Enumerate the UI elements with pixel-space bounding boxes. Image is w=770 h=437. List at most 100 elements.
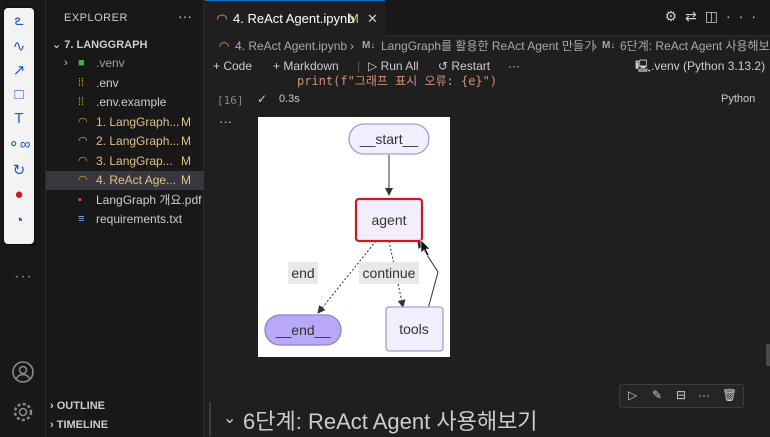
node-agent-label: agent (371, 212, 406, 228)
file-item-requirements[interactable]: ≡ requirements.txt (46, 210, 204, 229)
account-icon[interactable] (11, 360, 35, 384)
split-cell-icon[interactable]: ⊟ (676, 388, 687, 402)
file-item-env[interactable]: ⁞⁞ .env (46, 74, 204, 93)
file-name: .venv (96, 56, 125, 70)
arrow-icon[interactable]: ↗ (12, 62, 26, 79)
file-item-notebook-4[interactable]: ◠ 4. ReAct Age... M (46, 171, 204, 190)
add-code-cell-button[interactable]: + Code (213, 59, 253, 73)
notebook-editor: ◠ 4. ReAct Agent.ipynb M ✕ ⚙⇄◫··· ◠ 4. R… (205, 0, 770, 437)
toolbar-divider: | (357, 59, 361, 73)
file-name: 4. ReAct Age... (96, 173, 177, 187)
node-end-label: __end__ (275, 322, 331, 338)
file-name: .env (96, 76, 119, 90)
outline-section[interactable]: › OUTLINE (50, 400, 106, 412)
compare-icon[interactable]: ⇄ (685, 8, 705, 24)
edge-agent-end (317, 240, 377, 314)
execute-cell-icon[interactable]: ▷ (628, 388, 638, 402)
file-item-pdf[interactable]: ▪ LangGraph 개요.pdf (46, 191, 204, 210)
file-name: .env.example (96, 95, 167, 109)
node-start (348, 123, 430, 155)
cell-language[interactable]: Python (721, 93, 756, 105)
kernel-selector[interactable]: .venv (Python 3.13.2) (651, 59, 766, 73)
file-name: 2. LangGraph... (96, 134, 180, 148)
cell-toolbar: ▷ ✎ ⊟ ··· 🗑 (619, 384, 744, 408)
success-check-icon: ✓ (257, 92, 268, 106)
rectangle-icon[interactable]: □ (14, 86, 24, 103)
notebook-icon: ◠ (78, 174, 88, 186)
activity-bar: ఽ ∿ ↗ □ T ⚬∞ ↻ ● ◔ ··· (0, 0, 46, 437)
explorer-more-icon[interactable]: ··· (178, 8, 192, 24)
output-more-icon[interactable]: ··· (219, 114, 232, 129)
split-editor-icon[interactable]: ◫ (704, 8, 726, 24)
timeline-section[interactable]: › TIMELINE (50, 419, 109, 431)
close-icon[interactable]: ✕ (367, 11, 378, 26)
explorer-title: EXPLORER (64, 12, 128, 24)
node-tools (385, 306, 444, 352)
more-views-icon[interactable]: ··· (14, 268, 33, 285)
code-cell[interactable]: print(f"그래프 표시 오류: {e}") [16] ✓ 0.3s Pyt… (205, 74, 770, 108)
file-name: requirements.txt (96, 212, 183, 226)
file-name: 3. LangGrap... (96, 154, 173, 168)
markdown-icon: M↓ (362, 40, 376, 51)
mouse-cursor-icon (420, 239, 431, 257)
chevron-down-icon[interactable]: ⌄ (223, 410, 237, 427)
edit-pencil-icon[interactable]: ✎ (652, 388, 663, 402)
node-tools-label: tools (399, 321, 429, 337)
cell-focus-bar (209, 402, 211, 436)
breadcrumb: ◠ 4. ReAct Agent.ipynb › M↓ LangGraph를 활… (205, 36, 770, 56)
code-line: print(f"그래프 표시 오류: {e}") (297, 74, 498, 88)
node-agent (354, 197, 424, 243)
tab-react-agent-notebook[interactable]: ◠ 4. ReAct Agent.ipynb M ✕ (205, 0, 385, 36)
timeline-label: TIMELINE (56, 419, 109, 431)
tab-label: 4. ReAct Agent.ipynb (233, 11, 355, 26)
run-all-button[interactable]: ▷ Run All (368, 59, 419, 73)
breadcrumb-separator: › (350, 39, 354, 53)
file-item-notebook-2[interactable]: ◠ 2. LangGraph... M (46, 132, 204, 151)
breadcrumb-section-2[interactable]: 6단계: ReAct Agent 사용해보기 (620, 39, 770, 53)
explorer-sidebar: EXPLORER ··· ⌄ 7. LANGGRAPH › ■ .venv ⁞⁞… (46, 0, 204, 437)
record-icon[interactable]: ● (14, 186, 24, 203)
more-actions-icon[interactable]: ··· (726, 8, 764, 24)
add-markdown-cell-button[interactable]: + Markdown (273, 59, 339, 73)
delete-trash-icon[interactable]: 🗑 (722, 388, 738, 402)
file-item-venv[interactable]: › ■ .venv (46, 54, 204, 73)
markdown-icon: M↓ (602, 40, 616, 51)
outline-label: OUTLINE (56, 400, 106, 412)
restart-kernel-button[interactable]: ↺ Restart (438, 59, 491, 73)
manage-gear-icon[interactable] (11, 400, 35, 424)
graph-output-image: end continue __start__ agent __end__ too… (258, 117, 450, 357)
notebook-icon: ◠ (217, 11, 227, 26)
timer-icon[interactable]: ◔ (14, 212, 24, 229)
edge-label-continue: continue (363, 265, 416, 281)
breadcrumb-file[interactable]: 4. ReAct Agent.ipynb (235, 39, 348, 53)
markdown-cell[interactable]: ⌄ 6단계: ReAct Agent 사용해보기 (205, 400, 770, 437)
file-item-notebook-1[interactable]: ◠ 1. LangGraph... M (46, 113, 204, 132)
file-item-notebook-3[interactable]: ◠ 3. LangGrap... M (46, 152, 204, 171)
text-icon[interactable]: T (14, 110, 24, 127)
modified-badge: M (181, 115, 191, 129)
pen-icon[interactable]: ∿ (12, 38, 26, 55)
more-actions-icon[interactable]: ··· (508, 59, 520, 73)
lasso-icon[interactable]: ఽ (14, 12, 24, 29)
file-name: LangGraph 개요.pdf (96, 193, 202, 207)
notebook-toolbar: + Code + Markdown | ▷ Run All ↺ Restart … (205, 56, 770, 76)
edge-label-continue-bg (359, 262, 419, 284)
settings-file-icon: ⁞⁞ (78, 96, 85, 108)
node-end (264, 314, 342, 346)
undo-icon[interactable]: ↻ (12, 162, 26, 179)
notebook-icon: ◠ (78, 135, 88, 147)
file-item-env-example[interactable]: ⁞⁞ .env.example (46, 93, 204, 112)
breadcrumb-section-1[interactable]: LangGraph를 활용한 ReAct Agent 만들기 (381, 39, 596, 53)
settings-gear-icon[interactable]: ⚙ (664, 8, 686, 24)
breadcrumb-separator: › (593, 39, 597, 53)
file-name: 1. LangGraph... (96, 115, 180, 129)
scrollbar-thumb[interactable] (766, 344, 770, 366)
kernel-icon: 🖳 (635, 59, 652, 73)
pdf-icon: ▪ (78, 194, 82, 206)
more-actions-icon[interactable]: ··· (698, 388, 710, 402)
modified-badge: M (181, 154, 191, 168)
editor-actions: ⚙⇄◫··· (664, 8, 764, 25)
workspace-folder[interactable]: ⌄ 7. LANGGRAPH (52, 39, 148, 51)
modified-badge: M (181, 134, 191, 148)
connector-icon[interactable]: ⚬∞ (7, 136, 31, 153)
